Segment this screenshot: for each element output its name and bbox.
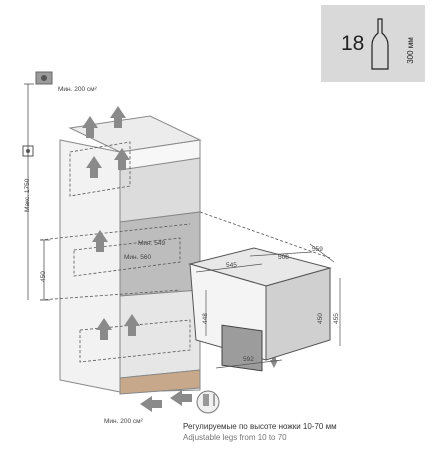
vent-top-label: Мин. 200 см² (58, 86, 97, 93)
bottle-count: 18 (341, 32, 365, 55)
appliance-depth-a-label: 508 (278, 254, 289, 261)
legs-caption-ru: Регулируемые по высоте ножки 10-70 мм (183, 422, 337, 431)
bottle-capacity-badge: 18 300 мм (321, 5, 425, 82)
appliance-width-label: 545 (226, 262, 237, 269)
adjustable-legs-icon (196, 390, 220, 414)
wine-bottle-icon (371, 18, 389, 70)
outlet-icon (22, 145, 34, 157)
niche-bottom-height-label: 450 (40, 271, 47, 282)
niche-width-label: Мин. 560 (124, 254, 152, 261)
legs-caption-en: Adjustable legs from 10 to 70 (183, 433, 287, 442)
body-height-label: 448 (202, 313, 209, 324)
height-a-label: 450 (317, 313, 324, 324)
vent-bottom-label: Мин. 200 см² (104, 418, 143, 425)
front-width-label: 592 (243, 356, 254, 363)
socket-icon (35, 71, 53, 85)
niche-depth-label: Мин. 549 (138, 240, 166, 247)
height-b-label: 455 (333, 313, 340, 324)
max-height-label: Макс. 1750 (24, 178, 31, 212)
appliance-depth-b-label: 559 (312, 246, 323, 253)
